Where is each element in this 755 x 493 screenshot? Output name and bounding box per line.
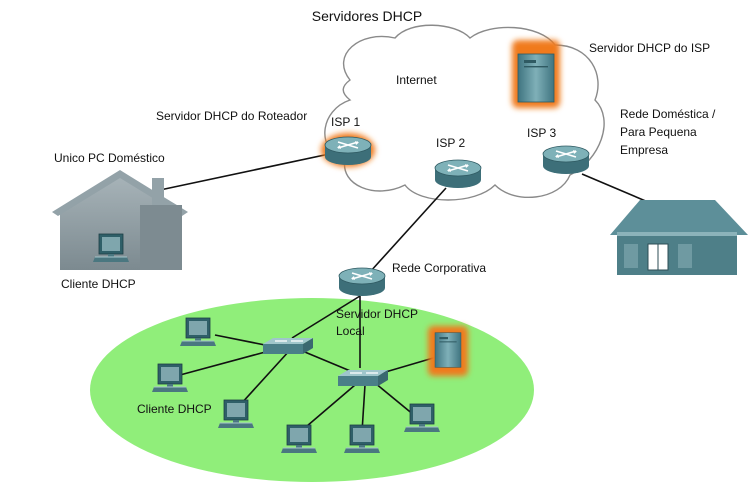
internet-label: Internet <box>396 73 437 87</box>
router-icon-isp1 <box>324 136 372 166</box>
server-icon-isp <box>517 53 555 103</box>
server-icon-local <box>434 332 462 368</box>
corporate-network-label: Rede Corporativa <box>392 261 486 275</box>
local-server-label-line1: Servidor DHCP <box>336 307 418 321</box>
isp2-label: ISP 2 <box>436 136 465 150</box>
small-office-label-line3: Empresa <box>620 143 668 157</box>
small-office-label-line1: Rede Doméstica / <box>620 107 716 121</box>
switch-icon-2 <box>337 369 389 387</box>
router-icon-corporate <box>338 267 386 297</box>
small-office-house-icon <box>610 200 748 275</box>
router-icon-isp2 <box>434 159 482 189</box>
home-house-icon <box>52 170 188 270</box>
switch-icon-1 <box>262 337 314 355</box>
home-pc-label: Unico PC Doméstico <box>54 151 165 165</box>
home-client-label: Cliente DHCP <box>61 277 136 291</box>
isp1-label: ISP 1 <box>331 115 360 129</box>
diagram-title: Servidores DHCP <box>312 8 422 24</box>
local-server-label-line2: Local <box>336 324 365 338</box>
router-icon-isp3 <box>542 145 590 175</box>
lan-client-label: Cliente DHCP <box>137 402 212 416</box>
isp3-label: ISP 3 <box>527 126 556 140</box>
router-server-label: Servidor DHCP do Roteador <box>156 109 307 123</box>
small-office-label-line2: Para Pequena <box>620 125 697 139</box>
isp-server-label: Servidor DHCP do ISP <box>589 41 710 55</box>
